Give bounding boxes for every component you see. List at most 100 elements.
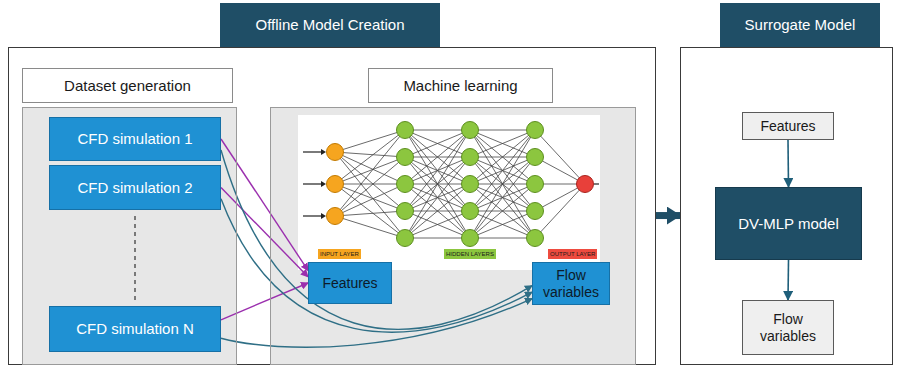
- group-region: Dataset generationCFD simulation 1CFD si…: [22, 107, 237, 365]
- network-neuron: [577, 176, 594, 193]
- network-neuron: [327, 208, 344, 225]
- connector-arrow: [221, 150, 532, 329]
- output-line: [594, 183, 599, 184]
- ml-region-fill: [271, 108, 636, 365]
- section-header-tab: Offline Model Creation: [220, 3, 440, 47]
- connector-arrow: [787, 260, 789, 300]
- network-weight-line: [335, 184, 405, 185]
- connector-arrow: [787, 140, 789, 187]
- box-label: Flow variables: [743, 311, 833, 343]
- network-weight-line: [405, 130, 470, 211]
- layer-tag-text: OUTPUT LAYER: [548, 251, 597, 257]
- network-weight-line: [405, 130, 470, 184]
- network-weight-line: [470, 130, 535, 211]
- network-weight-line: [405, 184, 470, 238]
- network-neuron: [327, 176, 344, 193]
- connector-arrow: [656, 212, 680, 219]
- box-label: CFD simulation 2: [73, 179, 196, 196]
- network-weight-line: [335, 184, 405, 216]
- box-label: Features: [756, 118, 819, 134]
- network-weight-line: [470, 157, 535, 238]
- input-arrow-head: [321, 149, 326, 155]
- process-box: CFD simulation 1: [49, 117, 221, 161]
- network-neuron: [397, 176, 414, 193]
- network-weight-line: [405, 238, 470, 239]
- network-neuron: [462, 122, 479, 139]
- network-neuron: [462, 230, 479, 247]
- group-header-box: Dataset generation: [22, 68, 233, 103]
- network-weight-line: [470, 130, 535, 238]
- network-neuron: [462, 203, 479, 220]
- input-box: Features: [742, 112, 834, 140]
- network-weight-line: [470, 130, 535, 157]
- input-arrow-line: [303, 183, 321, 184]
- network-neuron: [527, 176, 544, 193]
- process-box: CFD simulation 2: [49, 165, 221, 210]
- network-weight-line: [405, 130, 470, 238]
- network-weight-line: [335, 152, 405, 238]
- network-neuron: [397, 122, 414, 139]
- process-box: CFD simulation N: [49, 306, 221, 352]
- network-weight-line: [470, 130, 535, 238]
- network-weight-line: [470, 130, 535, 131]
- layer-tag: HIDDEN LAYERS: [444, 249, 496, 259]
- network-weight-line: [405, 130, 470, 211]
- network-weight-line: [335, 157, 405, 184]
- network-weight-line: [470, 211, 535, 238]
- dataset-region-fill: [23, 108, 237, 365]
- input-arrow-head: [321, 181, 326, 187]
- network-neuron: [527, 122, 544, 139]
- group-header-box: Machine learning: [368, 68, 553, 103]
- network-weight-line: [405, 130, 470, 184]
- network-weight-line: [335, 184, 405, 238]
- connector-arrow: [221, 199, 532, 332]
- network-weight-line: [405, 130, 470, 157]
- network-weight-line: [405, 184, 470, 238]
- connector-arrow: [221, 299, 532, 348]
- network-weight-line: [470, 130, 535, 184]
- input-arrow-head: [321, 213, 326, 219]
- network-weight-line: [335, 130, 405, 152]
- network-neuron: [462, 176, 479, 193]
- output-box: Flow variables: [742, 300, 834, 355]
- box-label: DV-MLP model: [734, 215, 843, 232]
- input-arrow-line: [303, 215, 321, 216]
- header-label: Offline Model Creation: [252, 16, 409, 33]
- network-illustration-ground: [298, 115, 600, 270]
- network-weight-line: [470, 211, 535, 238]
- network-weight-line: [470, 157, 535, 238]
- box-label: Features: [318, 275, 381, 291]
- network-neuron: [462, 149, 479, 166]
- network-weight-line: [405, 211, 470, 238]
- network-weight-line: [470, 130, 535, 184]
- network-neuron: [527, 203, 544, 220]
- section-header-tab: Surrogate Model: [720, 3, 880, 47]
- network-neuron: [527, 230, 544, 247]
- dotted-ellipsis-line: [134, 216, 136, 300]
- neural-network-illustration: [303, 122, 599, 247]
- network-neuron: [527, 149, 544, 166]
- layer-tag: OUTPUT LAYER: [548, 249, 597, 259]
- connector-arrow: [221, 188, 308, 277]
- box-label: CFD simulation N: [72, 320, 198, 337]
- network-neuron: [397, 203, 414, 220]
- network-weight-line: [335, 211, 405, 216]
- network-weight-line: [470, 130, 535, 211]
- network-weight-line: [335, 216, 405, 238]
- model-box: DV-MLP model: [715, 187, 862, 260]
- network-weight-line: [470, 184, 535, 238]
- layer-tag-text: INPUT LAYER: [318, 251, 361, 257]
- input-arrow-line: [303, 151, 321, 152]
- network-weight-line: [335, 157, 405, 216]
- network-weight-line: [405, 157, 470, 238]
- network-weight-line: [405, 130, 470, 157]
- network-weight-line: [335, 130, 405, 216]
- data-box: Flow variables: [532, 262, 610, 305]
- network-weight-line: [405, 157, 470, 238]
- network-weight-line: [405, 211, 470, 238]
- header-label: Dataset generation: [60, 77, 195, 94]
- network-weight-line: [405, 130, 470, 238]
- network-neuron: [397, 149, 414, 166]
